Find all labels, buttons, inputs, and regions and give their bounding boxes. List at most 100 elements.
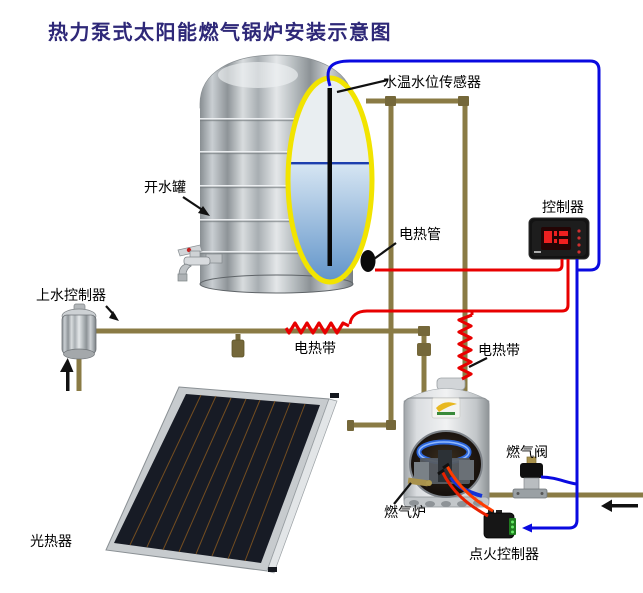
stove-foot [409,500,419,506]
faucet-spout [178,263,192,276]
canister-body [61,314,97,355]
pointer-heater-tube [373,242,397,260]
faucet [177,244,223,282]
stove-logo [431,397,461,419]
pipe-coupler [417,343,431,356]
pipe-elbow [385,96,396,106]
led-segment [559,231,568,236]
heat-tape-power-wire [348,259,570,325]
label-electric-heater-tube: 电热管 [399,226,441,242]
label-heat-tape-right: 电热带 [478,342,520,358]
water-inlet-arrow-shaft [66,370,70,391]
valve-bolt [540,492,544,495]
tank-rib [200,185,353,187]
sensor-probe [327,88,332,266]
label-water-temp-level-sensor: 水温水位传感器 [383,74,481,90]
heat-tape-left-coil [284,321,350,335]
wiring [284,59,601,530]
tap-valve [231,339,245,358]
cutaway-ring [285,75,375,285]
controller-indicator [577,236,581,240]
collector-tab [268,567,277,572]
canister-base [63,348,95,360]
tank-rib [200,252,353,255]
collector-tube [129,394,202,546]
gas-flow-arrow-shaft [612,504,638,508]
pointer-tank-arrowhead [198,206,210,216]
tank-bottom [199,274,354,294]
stove-foot [441,501,451,507]
valve-solenoid-cap [520,463,543,478]
tank-dome-highlight [218,62,298,88]
valve-stem [523,477,540,491]
collector-tube [244,403,306,562]
label-controller: 控制器 [542,199,584,215]
tank-rib [200,119,353,122]
label-water-supply-controller: 上水控制器 [36,287,106,303]
collector-tube [195,399,261,555]
tank-rib [200,219,353,221]
valve-control-wire [532,259,579,530]
ignition-wire [445,465,494,513]
pointer-gas-stove [393,482,412,505]
led-segment [559,239,568,244]
collector-tube [178,398,247,553]
pointer-water-controller-arrowhead [109,311,119,321]
ignition-led [511,530,514,534]
pipe-elbow [386,420,396,430]
tank-rib [200,220,353,223]
faucet-spout-tip [177,273,188,282]
collector-tube [227,402,291,560]
stove-foot [457,501,467,507]
tank-cutaway-view [285,75,376,285]
ignition-wire [440,470,489,518]
pipe-fittings [231,96,469,431]
tank-ribs [200,118,353,255]
wire-arrowhead [522,523,532,533]
pointer-heat-tape [468,357,488,368]
valve-branch-wire [540,475,578,486]
burner-nozzle [407,477,429,487]
water-inlet-arrow-head [60,358,74,372]
label-heat-tape-left: 电热带 [294,340,336,356]
label-gas-stove: 燃气炉 [384,504,426,520]
collector-tubes [129,394,306,562]
electric-heater-element [360,250,376,272]
collector-tube [146,395,217,548]
gas-valve-device [512,456,548,499]
logo-text-bar [437,412,455,415]
electrode-tip [437,468,445,476]
pipe-elbow [418,326,430,336]
flow-arrows [60,358,638,512]
burner-side-right [459,460,474,480]
heat-tape-right-coil [457,313,473,381]
diagram-title: 热力泵式太阳能燃气锅炉安装示意图 [48,22,392,44]
logo-bird [436,402,457,412]
gas-flow-arrow-head [601,499,612,512]
collector-right-rail [266,398,338,574]
pipe-end-cap [347,420,354,431]
controller-label-dash [534,251,541,253]
boiling-water-tank [177,54,376,294]
collector-absorber [114,394,320,563]
collector-tab [330,393,339,398]
stove-top-cap [436,377,466,391]
faucet-body [183,256,211,266]
controller-indicator [577,229,581,233]
led-segment [554,231,557,236]
collector-tube [211,400,276,557]
burner-side-left [414,462,429,480]
electrode-tip [442,462,450,470]
label-gas-valve: 燃气阀 [506,444,548,460]
tank-rib [200,151,353,153]
pointer-tank [182,196,205,212]
tank-rib [200,186,353,189]
solar-collector-device [105,386,339,574]
controller-device [528,217,590,260]
tank-rib [200,251,353,253]
valve-bolt [516,492,520,495]
ignition-led [511,520,514,524]
sensor-signal-wire [326,59,601,272]
